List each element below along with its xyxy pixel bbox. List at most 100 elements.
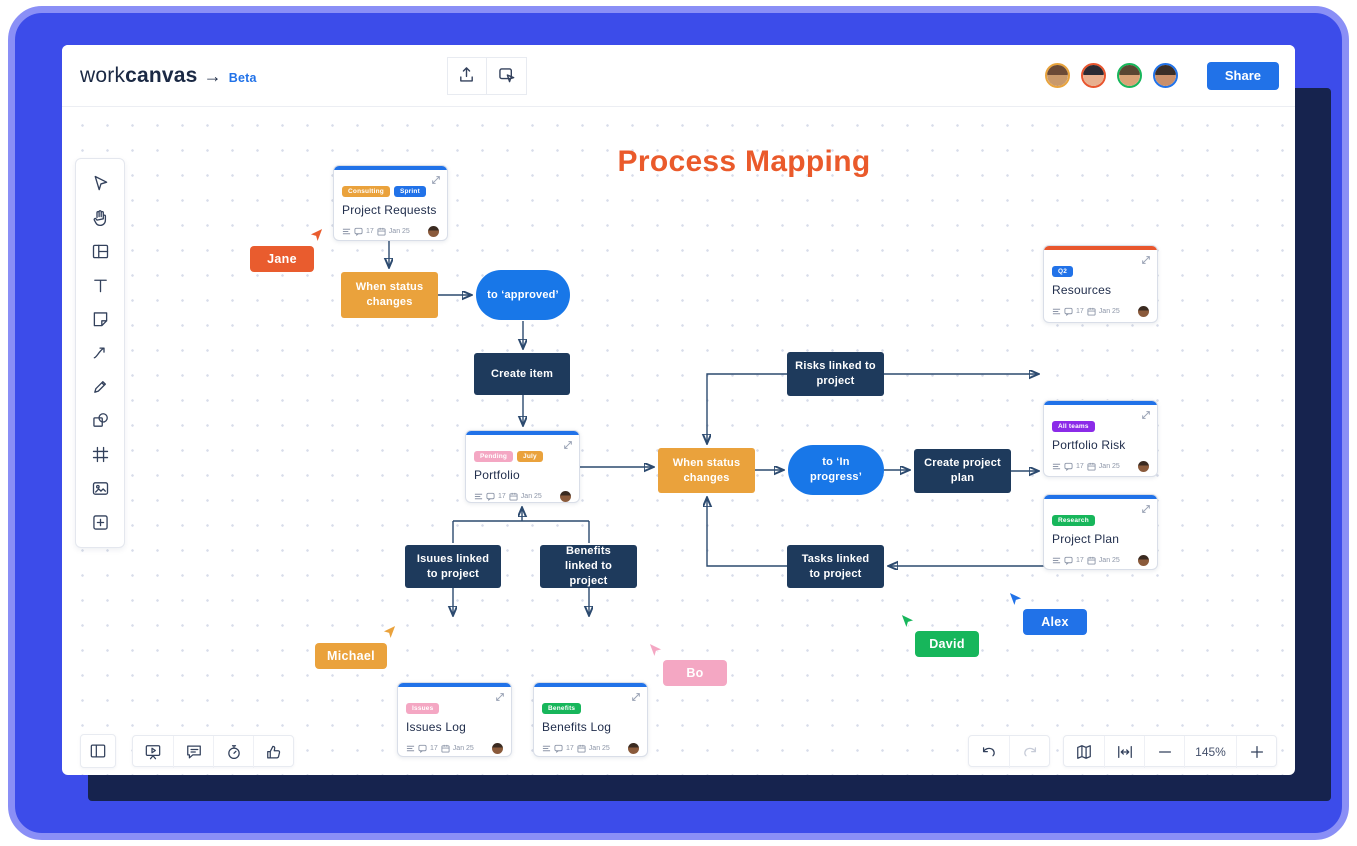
tool-templates[interactable]	[83, 236, 117, 266]
history-toolbar	[968, 735, 1050, 768]
calendar-icon	[1087, 462, 1096, 471]
expand-icon[interactable]	[631, 692, 641, 702]
tool-sticky-note[interactable]	[83, 304, 117, 334]
expand-icon[interactable]	[495, 692, 505, 702]
card-issues-log[interactable]: Issues Issues Log 17 Jan 25	[397, 682, 512, 757]
card-title: Portfolio Risk	[1052, 438, 1126, 452]
avatar[interactable]	[1080, 63, 1106, 88]
left-toolbar	[75, 158, 125, 548]
tool-frame[interactable]	[83, 439, 117, 469]
logo-arrow: →	[203, 65, 222, 86]
reactions-button[interactable]	[253, 736, 293, 768]
shape-when-status-changes-1[interactable]: When status changes	[341, 272, 438, 318]
card-color-bar	[1044, 246, 1157, 250]
assignee-avatar	[628, 743, 639, 754]
shape-tasks-linked[interactable]: Tasks linked to project	[787, 545, 884, 588]
zoom-percentage: 145%	[1195, 745, 1226, 759]
comments-icon	[418, 744, 427, 753]
redo-button[interactable]	[1009, 736, 1049, 768]
select-mode-button[interactable]	[486, 56, 527, 95]
tool-connector[interactable]	[83, 338, 117, 368]
whiteboard-canvas[interactable]: Process Mapping	[62, 107, 1295, 775]
expand-icon[interactable]	[431, 175, 441, 185]
chat-bubble-icon	[186, 745, 201, 759]
card-tag: Research	[1052, 515, 1095, 526]
expand-icon[interactable]	[1141, 410, 1151, 420]
menu-icon	[406, 745, 415, 752]
hand-icon	[93, 210, 106, 227]
select-frame-icon	[498, 68, 515, 83]
zoom-out-button[interactable]	[1144, 736, 1184, 768]
expand-icon[interactable]	[1141, 255, 1151, 265]
comments-count: 17	[1076, 463, 1084, 470]
user-cursor-jane: Jane	[250, 227, 324, 272]
export-button[interactable]	[446, 56, 487, 95]
shape-benefits-linked[interactable]: Benefits linked to project	[540, 545, 637, 588]
present-button[interactable]	[133, 736, 173, 768]
minimap-button[interactable]	[1064, 736, 1104, 768]
card-title: Project Plan	[1052, 532, 1120, 546]
panels-button[interactable]	[80, 734, 116, 768]
comments-icon	[1064, 462, 1073, 471]
calendar-icon	[509, 492, 518, 501]
pointer-icon	[381, 624, 397, 642]
expand-icon[interactable]	[563, 440, 573, 450]
due-date: Jan 25	[1098, 557, 1120, 564]
card-color-bar	[1044, 495, 1157, 499]
fit-to-screen-button[interactable]	[1104, 736, 1144, 768]
tool-pen[interactable]	[83, 372, 117, 402]
card-color-bar	[466, 431, 579, 435]
beta-badge: Beta	[228, 70, 257, 85]
card-project-requests[interactable]: Consulting Sprint Project Requests 17 Ja…	[333, 165, 448, 241]
tool-select[interactable]	[83, 169, 117, 199]
zoom-level[interactable]: 145%	[1184, 736, 1236, 768]
shape-create-item[interactable]: Create item	[474, 353, 570, 395]
card-resources[interactable]: Q2 Resources 17 Jan 25	[1043, 245, 1158, 323]
timer-button[interactable]	[213, 736, 253, 768]
comments-icon	[1064, 307, 1073, 316]
tool-pan[interactable]	[83, 203, 117, 233]
avatar[interactable]	[1044, 63, 1070, 88]
tool-add[interactable]	[83, 507, 117, 537]
pointer-icon	[1008, 591, 1024, 609]
calendar-icon	[1087, 556, 1096, 565]
tool-shapes[interactable]	[83, 406, 117, 436]
tool-text[interactable]	[83, 270, 117, 300]
card-benefits-log[interactable]: Benefits Benefits Log 17 Jan 25	[533, 682, 648, 757]
card-portfolio-risk[interactable]: All teams Portfolio Risk 17 Jan 25	[1043, 400, 1158, 477]
calendar-icon	[441, 744, 450, 753]
comments-button[interactable]	[173, 736, 213, 768]
card-title: Issues Log	[406, 720, 467, 734]
shape-to-in-progress[interactable]: to ‘In progress’	[788, 445, 884, 495]
undo-button[interactable]	[969, 736, 1009, 768]
due-date: Jan 25	[520, 493, 542, 500]
zoom-in-button[interactable]	[1236, 736, 1276, 768]
share-button[interactable]: Share	[1206, 61, 1279, 90]
menu-icon	[474, 493, 483, 500]
tool-image[interactable]	[83, 473, 117, 503]
timer-icon	[227, 745, 240, 760]
card-portfolio[interactable]: Pending July Portfolio 17 Jan 25	[465, 430, 580, 503]
card-tag: July	[517, 451, 543, 462]
sticky-note-icon	[93, 311, 107, 326]
assignee-avatar	[1138, 461, 1149, 472]
card-project-plan[interactable]: Research Project Plan 17 Jan 25	[1043, 494, 1158, 570]
board-title[interactable]: Process Mapping	[617, 145, 871, 178]
due-date: Jan 25	[588, 745, 610, 752]
avatar[interactable]	[1152, 63, 1178, 88]
cursor-label: David	[915, 631, 979, 657]
expand-icon[interactable]	[1141, 504, 1151, 514]
menu-icon	[1052, 557, 1061, 564]
assignee-avatar	[1138, 306, 1149, 317]
comments-count: 17	[498, 493, 506, 500]
shape-to-approved[interactable]: to ‘approved’	[476, 270, 570, 320]
shape-create-project-plan[interactable]: Create project plan	[914, 449, 1011, 493]
pencil-icon	[93, 381, 106, 394]
fit-width-icon	[1117, 745, 1132, 759]
avatar[interactable]	[1116, 63, 1142, 88]
shape-issues-linked[interactable]: Isuues linked to project	[405, 545, 501, 588]
shape-when-status-changes-2[interactable]: When status changes	[658, 448, 755, 493]
shape-risks-linked[interactable]: Risks linked to project	[787, 352, 884, 396]
